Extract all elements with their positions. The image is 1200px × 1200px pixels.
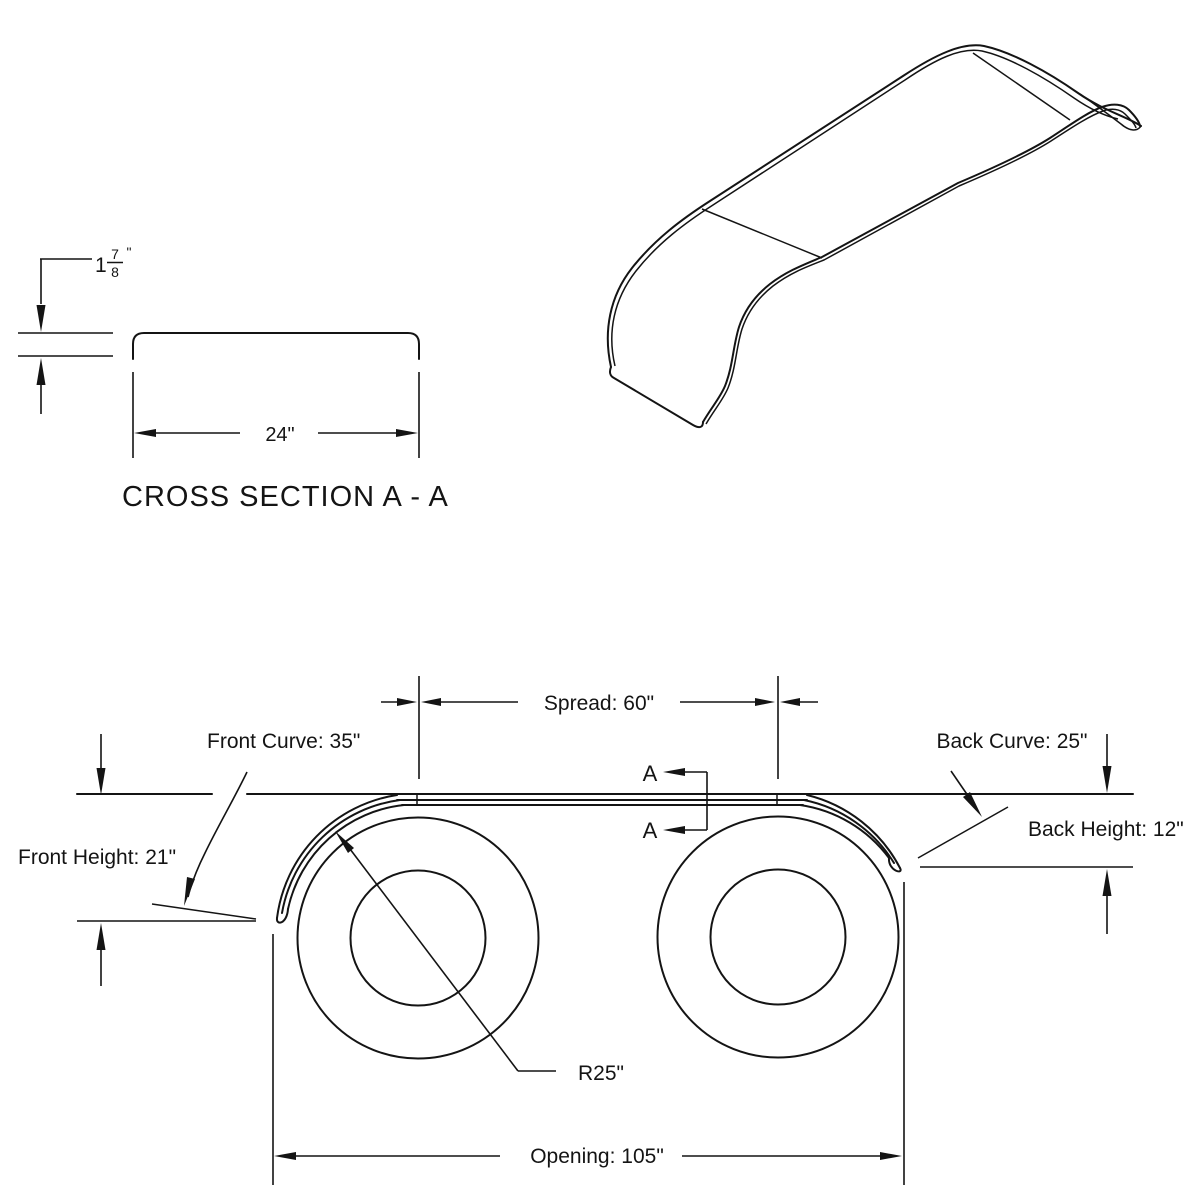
radius-leader-diagonal bbox=[349, 848, 519, 1072]
back-height-label: Back Height: 12" bbox=[1028, 818, 1184, 841]
thickness-denominator: 8 bbox=[111, 264, 119, 280]
spread-inside-left-arrow bbox=[421, 698, 441, 706]
spread-outside-left-arrow bbox=[397, 698, 417, 706]
thickness-unit: " bbox=[127, 244, 132, 260]
thickness-up-arrow bbox=[36, 358, 46, 385]
back-height-down-arrow bbox=[1102, 766, 1112, 793]
section-top-arrow bbox=[663, 768, 685, 776]
front-curve-inner-arc bbox=[287, 804, 405, 910]
front-curve-arrow bbox=[184, 877, 195, 906]
dimension-opening: Opening: 105" bbox=[272, 882, 905, 1185]
spread-inside-right-arrow bbox=[755, 698, 775, 706]
section-marker: A A bbox=[643, 761, 708, 843]
section-letter-top: A bbox=[643, 761, 658, 786]
back-curve-label: Back Curve: 25" bbox=[936, 730, 1087, 753]
width-right-arrow bbox=[396, 429, 418, 437]
iso-near-edge-lip-line bbox=[705, 108, 1137, 425]
iso-outer-edge bbox=[606, 44, 1142, 368]
spread-label: Spread: 60" bbox=[544, 692, 654, 715]
iso-back-curl-return bbox=[1079, 93, 1142, 131]
front-curve-leader bbox=[187, 771, 248, 898]
front-tip-pointer-line bbox=[151, 903, 257, 920]
section-bottom-arrow bbox=[663, 826, 685, 834]
isometric-view bbox=[606, 44, 1142, 429]
back-curve-outer-arc bbox=[806, 794, 901, 869]
wheel-right-outer-circle bbox=[656, 815, 900, 1059]
thickness-label: 1 7 8 " bbox=[95, 244, 132, 280]
front-curve-label: Front Curve: 35" bbox=[207, 730, 360, 753]
width-left-arrow bbox=[134, 429, 156, 437]
front-curve-mid-arc bbox=[281, 799, 401, 914]
front-curve-outer-arc bbox=[276, 794, 398, 919]
wheel-left-outer-circle bbox=[296, 816, 540, 1060]
opening-right-arrow bbox=[880, 1152, 902, 1160]
back-curve-inner-arc bbox=[799, 804, 890, 859]
front-height-down-arrow bbox=[96, 768, 106, 795]
width-dim-label: 24" bbox=[265, 424, 294, 446]
cross-section-profile bbox=[132, 332, 420, 360]
thickness-down-arrow bbox=[36, 305, 46, 332]
spread-outside-right-arrow bbox=[780, 698, 800, 706]
back-tip-pointer-line bbox=[917, 806, 1009, 859]
iso-near-edge bbox=[702, 103, 1141, 423]
back-height-up-arrow bbox=[1102, 869, 1112, 896]
iso-back-panel-joint bbox=[972, 52, 1071, 121]
front-height-up-arrow bbox=[96, 923, 106, 950]
back-curve-callout: Back Curve: 25" bbox=[917, 730, 1088, 859]
iso-outer-edge-inner-line bbox=[611, 49, 1119, 367]
front-height-label: Front Height: 21" bbox=[18, 846, 176, 869]
back-curve-mid-arc bbox=[803, 799, 895, 864]
dimension-spread: Spread: 60" bbox=[381, 676, 818, 779]
back-tip-cap bbox=[887, 857, 902, 873]
opening-left-arrow bbox=[274, 1152, 296, 1160]
radius-arrow bbox=[335, 831, 354, 853]
iso-front-panel-joint bbox=[701, 208, 823, 259]
cross-section-view: 1 7 8 " 24" CROSS SECTION A - A bbox=[18, 244, 449, 513]
front-curve-callout: Front Curve: 35" bbox=[184, 730, 360, 906]
cross-section-title: CROSS SECTION A - A bbox=[122, 481, 449, 513]
dimension-back-height: Back Height: 12" bbox=[920, 734, 1184, 934]
radius-callout: R25" bbox=[335, 831, 624, 1085]
section-letter-bottom: A bbox=[643, 818, 658, 843]
side-view: Spread: 60" Front Curve: 35" Back Curve:… bbox=[18, 676, 1184, 1185]
wheel-left-inner-circle bbox=[349, 869, 487, 1007]
wheel-right-inner-circle bbox=[709, 868, 847, 1006]
front-tip-cap bbox=[275, 908, 289, 924]
thickness-numerator: 7 bbox=[111, 246, 119, 262]
iso-front-cut-edge bbox=[609, 366, 704, 429]
back-curve-arrow bbox=[963, 792, 982, 817]
thickness-whole: 1 bbox=[95, 254, 107, 277]
dimension-front-height: Front Height: 21" bbox=[18, 734, 257, 986]
opening-label: Opening: 105" bbox=[530, 1145, 664, 1168]
radius-label: R25" bbox=[578, 1062, 624, 1085]
